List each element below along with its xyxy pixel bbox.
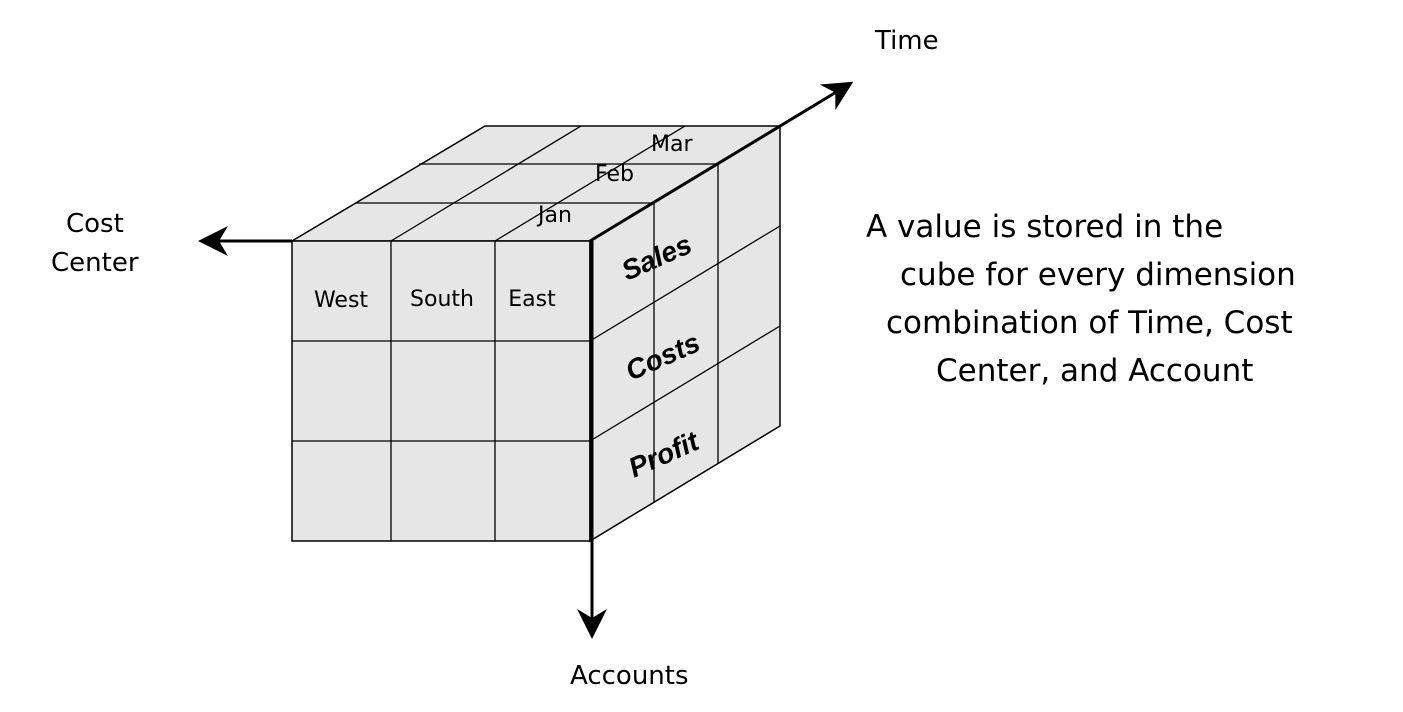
time-axis-arrow (589, 81, 854, 243)
cost-center-west-label: West (314, 288, 368, 313)
explanation-text: A value is stored in the cube for every … (858, 203, 1358, 395)
explanation-line-1: A value is stored in the (866, 209, 1224, 245)
explanation-line-4: Center, and Account (936, 353, 1254, 389)
month-mar-label: Mar (651, 132, 693, 157)
cube-grid (292, 125, 781, 541)
month-jan-label: Jan (536, 203, 572, 228)
cost-center-east-label: East (508, 287, 556, 312)
cost-center-south-label: South (410, 287, 474, 312)
time-axis-label: Time (874, 26, 939, 56)
cost-center-axis-label-line2: Center (51, 248, 139, 278)
explanation-line-3: combination of Time, Cost (886, 305, 1293, 341)
cost-center-axis-label-line1: Cost (66, 209, 124, 239)
accounts-axis-label: Accounts (570, 661, 689, 691)
month-feb-label: Feb (595, 162, 634, 187)
explanation-line-2: cube for every dimension (900, 257, 1296, 293)
cube-front-face (291, 240, 591, 542)
